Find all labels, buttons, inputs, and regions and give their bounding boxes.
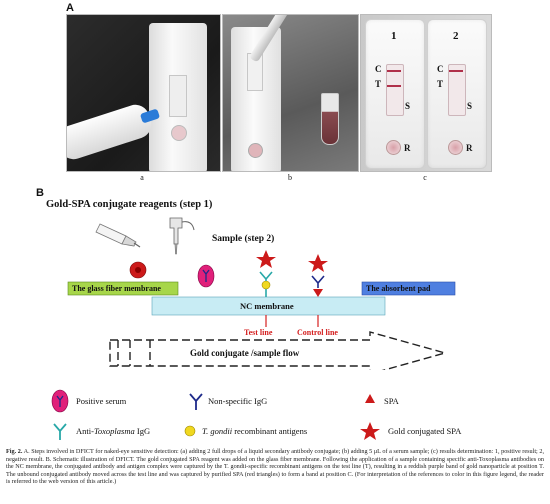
legend-anti-toxo: Anti-Toxoplasma IgG [76, 426, 151, 436]
nc-membrane [151, 296, 386, 316]
photo-b-label: b [288, 173, 292, 182]
legend-spa: SPA [384, 396, 399, 406]
absorbent-pad-label: The absorbent pad [366, 284, 431, 293]
test-line-label: Test line [244, 328, 273, 337]
panel-a-letter: A [66, 2, 74, 14]
photo-b [222, 14, 359, 172]
sample-tube [321, 93, 339, 145]
legend-icons [51, 389, 380, 440]
step2-label: Sample (step 2) [212, 234, 275, 244]
strip-2-letter-s: S [467, 101, 473, 111]
panel-b-letter: B [36, 187, 44, 199]
legend-antigen: T. gondii recombinant antigens [202, 426, 308, 436]
dfict-schematic [67, 217, 456, 370]
conjugate-dropper-icon [95, 223, 141, 248]
strip-1-window [386, 64, 404, 116]
flow-arrow [109, 331, 448, 370]
test-line-complex [256, 250, 276, 297]
legend-gold-spa-icon [360, 422, 380, 440]
nc-membrane-label: NC membrane [240, 301, 294, 311]
strip-1-number: 1 [391, 30, 397, 42]
photo-c-label: c [423, 173, 427, 182]
flow-label: Gold conjugate /sample flow [190, 348, 300, 358]
strip-2-number: 2 [453, 30, 459, 42]
legend-gold-spa: Gold conjugated SPA [388, 426, 462, 436]
legend-spa-icon [365, 394, 375, 403]
strip-1-letter-t: T [375, 79, 382, 89]
strip-2-letter-r: R [466, 143, 473, 153]
strip-2-letter-c: C [437, 64, 444, 74]
strip-1-letter-s: S [405, 101, 411, 111]
gold-spa-particle-icon [129, 261, 147, 279]
strip-2-window [448, 64, 466, 116]
legend-positive-serum: Positive serum [76, 396, 127, 406]
dropper-bottle [67, 101, 155, 163]
strip-1-letter-r: R [404, 143, 411, 153]
photo-a-label: a [140, 173, 144, 182]
step1-title: Gold-SPA conjugate reagents (step 1) [46, 199, 213, 210]
test-strip-2: 2 C T S R [427, 19, 487, 169]
strip-1-test-band [387, 85, 401, 87]
glass-fiber-membrane [67, 281, 179, 296]
legend-nonspecific-igg-icon [189, 393, 203, 410]
positive-serum-icon [197, 264, 215, 288]
photo-a [66, 14, 221, 172]
strip-2-sample-well [448, 140, 463, 155]
test-strip-1: 1 C T S R [365, 19, 425, 169]
cassette-a [149, 23, 207, 171]
strip-2-letter-t: T [437, 79, 444, 89]
absorbent-pad [361, 281, 456, 296]
legend-antigen-icon [184, 425, 196, 437]
control-line-label: Control line [297, 328, 338, 337]
glass-fiber-label: The glass fiber membrane [72, 284, 161, 293]
strip-1-sample-well [386, 140, 401, 155]
photo-c: 1 C T S R 2 C T S R [360, 14, 492, 172]
strip-1-letter-c: C [375, 64, 382, 74]
figure-caption: Fig. 2. A. Steps involved in DFICT for n… [6, 448, 545, 486]
legend-nonspecific-igg: Non-specific IgG [208, 396, 268, 406]
legend-anti-toxo-icon [53, 423, 67, 440]
legend-positive-serum-icon [51, 389, 69, 413]
control-line-complex [308, 254, 328, 297]
sample-pipette-icon [169, 217, 195, 255]
strip-1-control-band [387, 70, 401, 72]
strip-2-control-band [449, 70, 463, 72]
